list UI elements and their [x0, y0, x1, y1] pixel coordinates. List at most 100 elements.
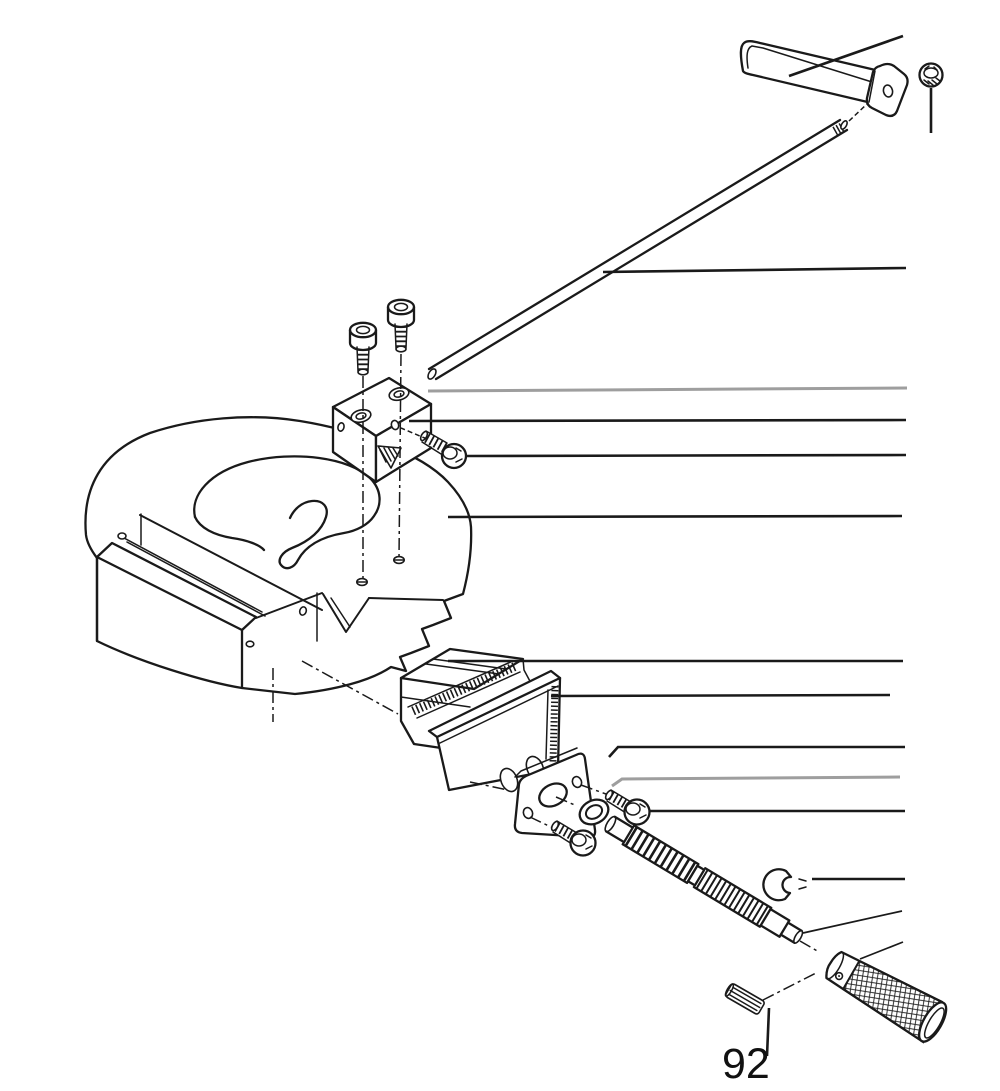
block-right-hole [390, 419, 400, 431]
shaft-nub-outline [779, 921, 803, 945]
screw-d-socket [625, 802, 641, 816]
lever-tab-edge [868, 70, 876, 103]
leader-rod-assembly-gray [427, 386, 908, 393]
screw-e-threads [554, 822, 578, 842]
base-slot-line-2 [126, 541, 266, 617]
block-top-hole-1 [350, 408, 372, 424]
leader-spring-pin [765, 1007, 771, 1057]
base-edge-to-teeth [368, 597, 444, 601]
screw-a-head-side [348, 328, 378, 352]
block-top-hole-1-inner [355, 412, 367, 420]
leader-grip-handle [859, 941, 904, 960]
pin-end [724, 983, 735, 997]
plate-center-hole [538, 782, 568, 808]
axis-screw-e [529, 816, 552, 828]
circular-vise-base [84, 416, 473, 696]
jaw1-serration-band [411, 661, 518, 716]
grip-end-cap-inner [923, 1007, 945, 1039]
feed-screw [604, 815, 804, 945]
washer-outer [578, 798, 610, 826]
leader-lines [408, 34, 933, 1057]
screw-b-head-top [386, 298, 416, 316]
screw-a-head-top [348, 321, 378, 339]
shaft-groove [686, 864, 706, 887]
axis-pin-handle [762, 972, 817, 1001]
screw-d-tip [604, 789, 614, 801]
pin-splines [728, 986, 762, 1012]
cap-screw-a [348, 321, 378, 376]
axis-rod-tab [848, 102, 869, 122]
leader-end-plate [608, 745, 905, 758]
screw-e-tip [550, 820, 560, 832]
screw-a-socket [355, 325, 371, 335]
axis-screw-d [580, 784, 607, 795]
screw-b-body [388, 307, 414, 350]
leader-set-screw [466, 453, 907, 458]
shaft-thread-fine-outline [692, 867, 773, 928]
leader-vise-base [447, 514, 903, 519]
cap-screw-b [386, 298, 416, 353]
screw-b-tip [395, 345, 407, 353]
base-kidney-recess [193, 455, 381, 570]
block-top-hole-2 [388, 386, 410, 402]
nut-hatch [923, 65, 941, 86]
shaft-thread-fine [695, 869, 770, 926]
shaft-tip-outline [604, 815, 636, 846]
washer [578, 798, 610, 826]
rod-end-cap [427, 368, 437, 380]
block-left-hole [337, 422, 345, 432]
plate-hole-upper [571, 775, 583, 789]
lever-inner-edge [746, 45, 873, 83]
clamp-rod [427, 118, 849, 381]
base-silhouette [84, 416, 473, 696]
lever-strip [739, 39, 886, 106]
base-channel-rail [139, 514, 323, 611]
screw-d-socket-lines [639, 803, 647, 819]
e-ring-body [762, 868, 793, 902]
washer-inner [584, 804, 604, 820]
boss-1 [499, 767, 519, 793]
set-screw [419, 430, 468, 470]
axis-main-1 [301, 660, 399, 715]
leader-shaft-tip [802, 910, 903, 934]
screw-e-socket [571, 833, 587, 847]
e-ring [762, 868, 807, 902]
cap-screw-e [550, 820, 597, 857]
plate-hole-lower [522, 806, 534, 820]
rod-holder-block [331, 376, 433, 484]
jaw2-serration-band [549, 685, 559, 763]
shaft-fill [605, 816, 803, 944]
axis-set-screw [400, 427, 428, 440]
nut-inner [923, 67, 939, 79]
jaw2-chamfer-line [439, 685, 559, 744]
screw-b-head-side [386, 305, 416, 329]
shaft-nub-cap [793, 929, 804, 944]
base-kidney-inner-edge [193, 515, 266, 552]
leader-washer-gray [611, 775, 901, 788]
axis-screw-b [398, 353, 402, 559]
screw-b-shank-outline [394, 323, 408, 349]
rod-tip-cap [840, 120, 848, 130]
screw-c-shank-outline [421, 430, 448, 455]
screw-c-tip [419, 430, 429, 442]
axis-plate-washer [555, 796, 578, 807]
screw-a-tip [357, 368, 369, 376]
part-number-label: 92 [722, 1040, 770, 1088]
rod-outline [427, 118, 849, 381]
flange-nut [918, 62, 944, 88]
center-lines [272, 102, 869, 1001]
base-front-edge [255, 592, 323, 619]
lever-tab-hole [882, 84, 894, 98]
grip-pin-hole-dot [838, 975, 841, 978]
leader-rod-holder-block [408, 418, 907, 423]
screw-d-threads [607, 790, 632, 811]
leader-movable-jaw [550, 693, 891, 698]
base-face-hole-2 [245, 640, 255, 648]
leader-clamp-lever [788, 34, 904, 78]
shaft-thread-coarse [624, 826, 697, 882]
screw-d-shank-outline [606, 789, 632, 814]
base-face-hole-1 [298, 606, 308, 616]
screw-b-socket [393, 302, 409, 312]
